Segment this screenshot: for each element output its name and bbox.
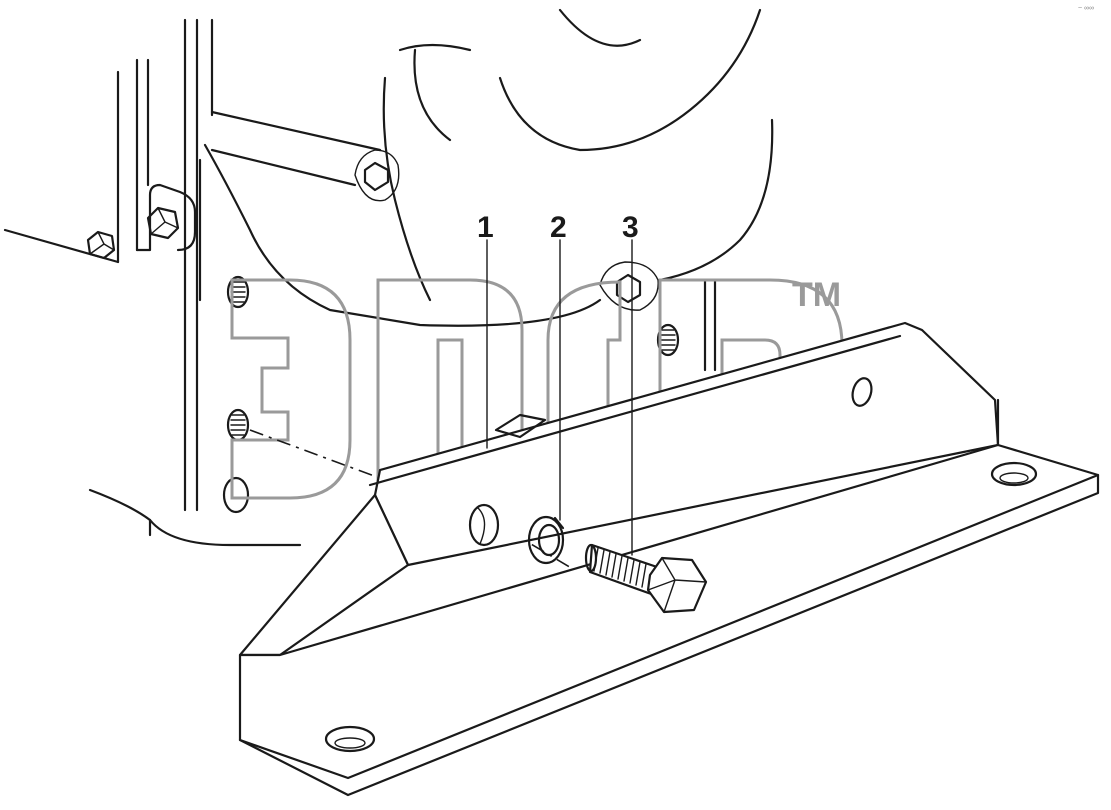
callout-3: 3 [622,211,639,556]
angle-bracket [238,321,1100,797]
callout-number-2: 2 [550,211,567,244]
hex-bolt [584,543,708,614]
bracket-flange-hole-right [990,461,1038,487]
bracket-bolt-hole [468,503,500,547]
hex-bolt-flange-right [146,206,180,240]
assembly-axis-upper [249,429,386,481]
bracket-slot [494,413,547,439]
engine-housing [3,8,774,547]
callout-2: 2 [550,211,567,521]
threaded-hole-upper-left [226,275,250,309]
threaded-hole-lower-left [226,408,250,442]
bracket-flange-hole-left [324,725,376,753]
spring-washer [527,515,565,565]
callout-number-3: 3 [622,211,639,244]
corner-mark: ~ ∞∞ [1078,5,1094,12]
bracket-web-hole [851,377,873,407]
callout-1: 1 [477,211,494,449]
hex-bolt-flange-left [86,230,116,260]
trademark-symbol: TM [792,276,841,314]
plain-hole-left [222,476,250,514]
threaded-hole-right [656,323,680,357]
callout-number-1: 1 [477,211,494,244]
